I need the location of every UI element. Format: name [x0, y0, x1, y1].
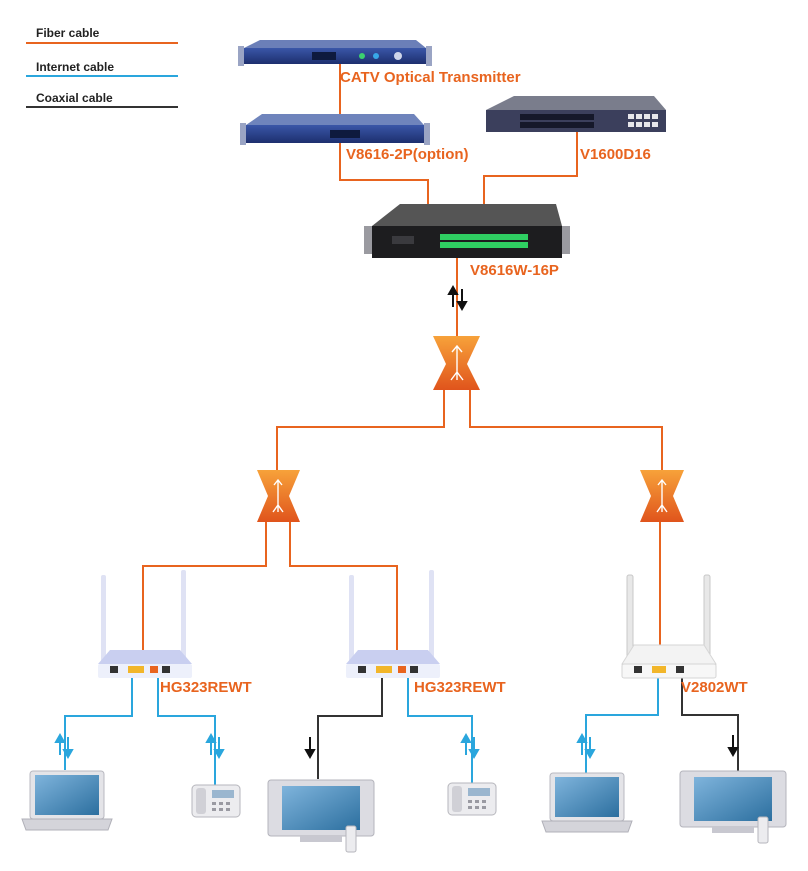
arrow-up-down-icon [447, 284, 468, 312]
hg323rewt-left-device [98, 570, 192, 678]
label-catv-transmitter: CATV Optical Transmitter [340, 69, 521, 86]
label-v8616w-16p: V8616W-16P [470, 262, 559, 279]
label-hg323rewt-left: HG323REWT [160, 679, 252, 696]
hg323rewt-right-device [346, 570, 440, 678]
label-v1600d16: V1600D16 [580, 146, 651, 163]
monitor-icon [267, 779, 375, 853]
arrow-down-icon [304, 735, 739, 760]
splitter-icon [257, 470, 300, 522]
label-v2802wt: V2802WT [681, 679, 748, 696]
fiber-cables [142, 63, 663, 660]
legend-coax-label: Coaxial cable [36, 91, 113, 105]
antenna-icon [181, 570, 186, 660]
v1600d16-device [486, 96, 666, 132]
label-v8616-2p: V8616-2P(option) [346, 146, 469, 163]
laptop-icon [21, 770, 113, 831]
splitter-icon [640, 470, 684, 522]
monitor-icon [679, 770, 787, 844]
arrow-up-down-icon [54, 732, 596, 760]
internet-cables [64, 676, 659, 785]
antenna-icon [429, 570, 434, 660]
legend-internet-label: Internet cable [36, 60, 115, 74]
catv-transmitter-device [238, 40, 432, 66]
phone-icon [447, 782, 497, 816]
label-hg323rewt-right: HG323REWT [414, 679, 506, 696]
splitter-icon [433, 336, 480, 390]
v8616-2p-device [240, 114, 430, 145]
v2802wt-device [621, 574, 717, 679]
antenna-icon [349, 575, 354, 665]
antenna-icon [101, 575, 106, 665]
phone-icon [191, 784, 241, 818]
coax-cables [317, 676, 739, 779]
v8616w-16p-device [364, 204, 570, 258]
legend-fiber-label: Fiber cable [36, 26, 100, 40]
laptop-icon [541, 772, 633, 833]
